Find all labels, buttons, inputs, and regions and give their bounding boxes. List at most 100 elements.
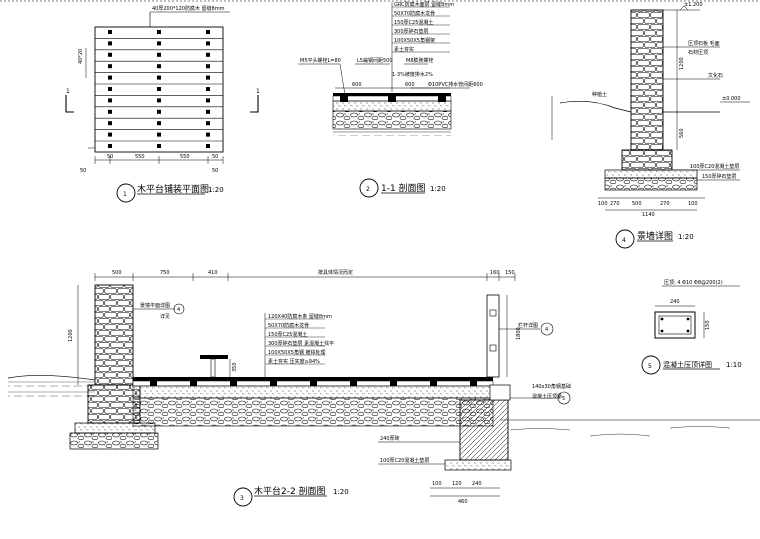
plan-dim-right: 50 — [212, 154, 218, 160]
plan-title-number: 1 — [123, 191, 127, 198]
s22-dim-top-1: 750 — [160, 270, 170, 276]
s22-label-railing: 栏杆详图 — [518, 322, 538, 329]
s11-title-circle — [359, 178, 379, 198]
s11-title-number: 2 — [366, 186, 370, 193]
plan-dim-left: 50 — [107, 154, 113, 160]
beam-top-note: 压顶: 4 Φ10 Φ8@200(2) — [664, 280, 723, 286]
s22-dim-top-2: 410 — [208, 270, 218, 276]
section-mark-right: 1 — [256, 88, 260, 95]
s22-note-0: 120X40防腐木条 留缝8mm — [268, 313, 332, 320]
s22-scale: 1:20 — [333, 488, 349, 496]
s22-note-2: 150厚C25混凝土 — [268, 331, 307, 338]
beam-section — [654, 311, 696, 339]
s22-dim-top-0: 500 — [112, 270, 122, 276]
s22-beam-detail-num: 5 — [562, 396, 565, 402]
s22-wall-detail-ref: 详见 — [160, 313, 170, 320]
s22-dim-v-left: 350 — [232, 362, 238, 372]
wall-title-circle — [615, 229, 635, 249]
wall-dim-4: 100 — [688, 201, 698, 207]
s11-note-0: GRC防腐木面层 留缝8mm — [394, 1, 454, 8]
s11-dim2: 600 — [405, 82, 415, 88]
s22-dim-v-right: 1800 — [516, 327, 522, 340]
wall-detail-view: ±1.200 压顶石板 毛面 石材压顶 文化石 种植土 ±0.000 1200 … — [551, 2, 750, 249]
wall-layer2: 150厚碎石垫层 — [702, 173, 737, 180]
s11-dim1: 600 — [352, 82, 362, 88]
wall-face-note: 文化石 — [708, 72, 723, 79]
s22-note-5: 素土夯实 压实度≥94% — [268, 358, 320, 365]
s22-note-4: 100X50X5角钢 镀锌处理 — [268, 349, 326, 356]
s22-beam-note2: 混凝土压顶梁 — [532, 393, 562, 400]
wall-dim-3: 270 — [660, 201, 670, 207]
deck-plan-view: 40厚200*120防腐木 留缝8mm 40*20 1 1 50 550 550… — [65, 5, 260, 203]
wall-elev: ±0.000 — [722, 96, 741, 102]
beam-title-number: 5 — [648, 363, 652, 370]
s22-title-circle — [233, 487, 253, 507]
wall-scale: 1:20 — [678, 233, 694, 241]
beam-dim-h: 150 — [705, 320, 711, 330]
s11-left-note: M5平头螺栓L=80 — [300, 57, 341, 64]
wall-dim-2: 500 — [632, 201, 642, 207]
s22-dim-top-3: 按具体情况而定 — [318, 269, 353, 276]
beam-title-circle — [641, 355, 661, 375]
wall-total: 1140 — [642, 212, 655, 218]
s22-railing-post — [486, 294, 500, 378]
s11-pipe: Φ10PVC排水管间距600 — [428, 81, 483, 88]
s22-brick-wall — [459, 399, 509, 461]
s22-gravel-layer — [132, 397, 494, 427]
beam-scale: 1:10 — [726, 361, 742, 369]
s11-mid-note: L5扁钢间距500 — [357, 57, 393, 64]
wall-dim-1: 270 — [610, 201, 620, 207]
s11-title: 1-1 剖面图 — [381, 182, 426, 194]
s22-dim-bottom-2: 240 — [472, 481, 482, 487]
wall-stone-body — [630, 9, 664, 151]
s22-title-number: 3 — [240, 495, 244, 502]
s22-dim-left: 1200 — [68, 329, 74, 342]
s22-pad-note: 100厚C20混凝土垫层 — [380, 457, 429, 464]
wall-dim-0: 100 — [598, 201, 608, 207]
s11-scale: 1:20 — [430, 185, 446, 193]
s22-beam-note: 140x30角钢基础 — [532, 383, 571, 390]
section-mark-left: 1 — [66, 88, 70, 95]
plan-dim-mid2: 550 — [180, 154, 190, 160]
beam-detail-view: 压顶: 4 Φ10 Φ8@200(2) 240 150 5 混凝土压顶详图 1:… — [641, 280, 742, 375]
plan-dim-mid1: 550 — [135, 154, 145, 160]
wall-soil-note: 种植土 — [592, 91, 607, 98]
s22-dim-bottom-0: 100 — [432, 481, 442, 487]
s22-thick-note: 240厚砖 — [380, 435, 400, 442]
section-1-1-view: GRC防腐木面层 留缝8mm 50X70防腐木龙骨 150厚C25混凝土 300厚碎石… — [298, 1, 483, 198]
s22-note-1: 50X70防腐木龙骨 — [268, 322, 309, 329]
wall-dim-v1: 1200 — [679, 57, 685, 70]
s11-note-1: 50X70防腐木龙骨 — [394, 10, 435, 17]
s22-railing-detail-num: 4 — [545, 327, 548, 333]
s11-note-2: 150厚C25混凝土 — [394, 19, 433, 26]
s22-total: 460 — [458, 499, 468, 505]
s11-mid-note2: M8膨胀螺栓 — [406, 57, 434, 64]
s22-stone-wall — [94, 284, 134, 386]
wall-dim-v2: 560 — [679, 128, 685, 138]
s22-label-wall: 景墙平面详图 — [140, 302, 170, 309]
s22-dim-top-4: 160 — [490, 270, 500, 276]
wall-cap-note2: 石材压顶 — [688, 49, 708, 56]
s22-wall-detail-num: 4 — [177, 307, 180, 313]
wall-cap-note: 压顶石板 毛面 — [688, 40, 720, 47]
plan-scale: 1:20 — [208, 186, 224, 194]
section-cut-right — [250, 95, 259, 113]
wall-title-number: 4 — [622, 237, 626, 244]
s22-dim-top-5: 150 — [505, 270, 515, 276]
plan-dim-bottom-left: 50 — [80, 168, 86, 174]
s22-deck-boards — [133, 377, 493, 381]
wall-layer1: 100厚C20混凝土垫层 — [690, 163, 739, 170]
beam-dim-w: 240 — [670, 299, 680, 305]
wall-title: 景墙详图 — [637, 230, 673, 242]
s22-title: 木平台2-2 剖面图 — [254, 485, 326, 497]
plan-note-top: 40厚200*120防腐木 留缝8mm — [152, 5, 225, 12]
s11-note-5: 素土夯实 — [394, 46, 414, 53]
s22-dim-bottom-1: 120 — [452, 481, 462, 487]
s22-note-3: 300厚碎石垫层 素混凝土找平 — [268, 340, 334, 347]
plan-title: 木平台铺装平面图 — [137, 183, 209, 195]
beam-title: 混凝土压顶详图 — [663, 360, 712, 369]
s11-note-4: 100X50X5角钢架 — [394, 37, 435, 44]
s11-note-3: 300厚碎石垫层 — [394, 28, 429, 35]
wall-footing — [621, 149, 673, 171]
